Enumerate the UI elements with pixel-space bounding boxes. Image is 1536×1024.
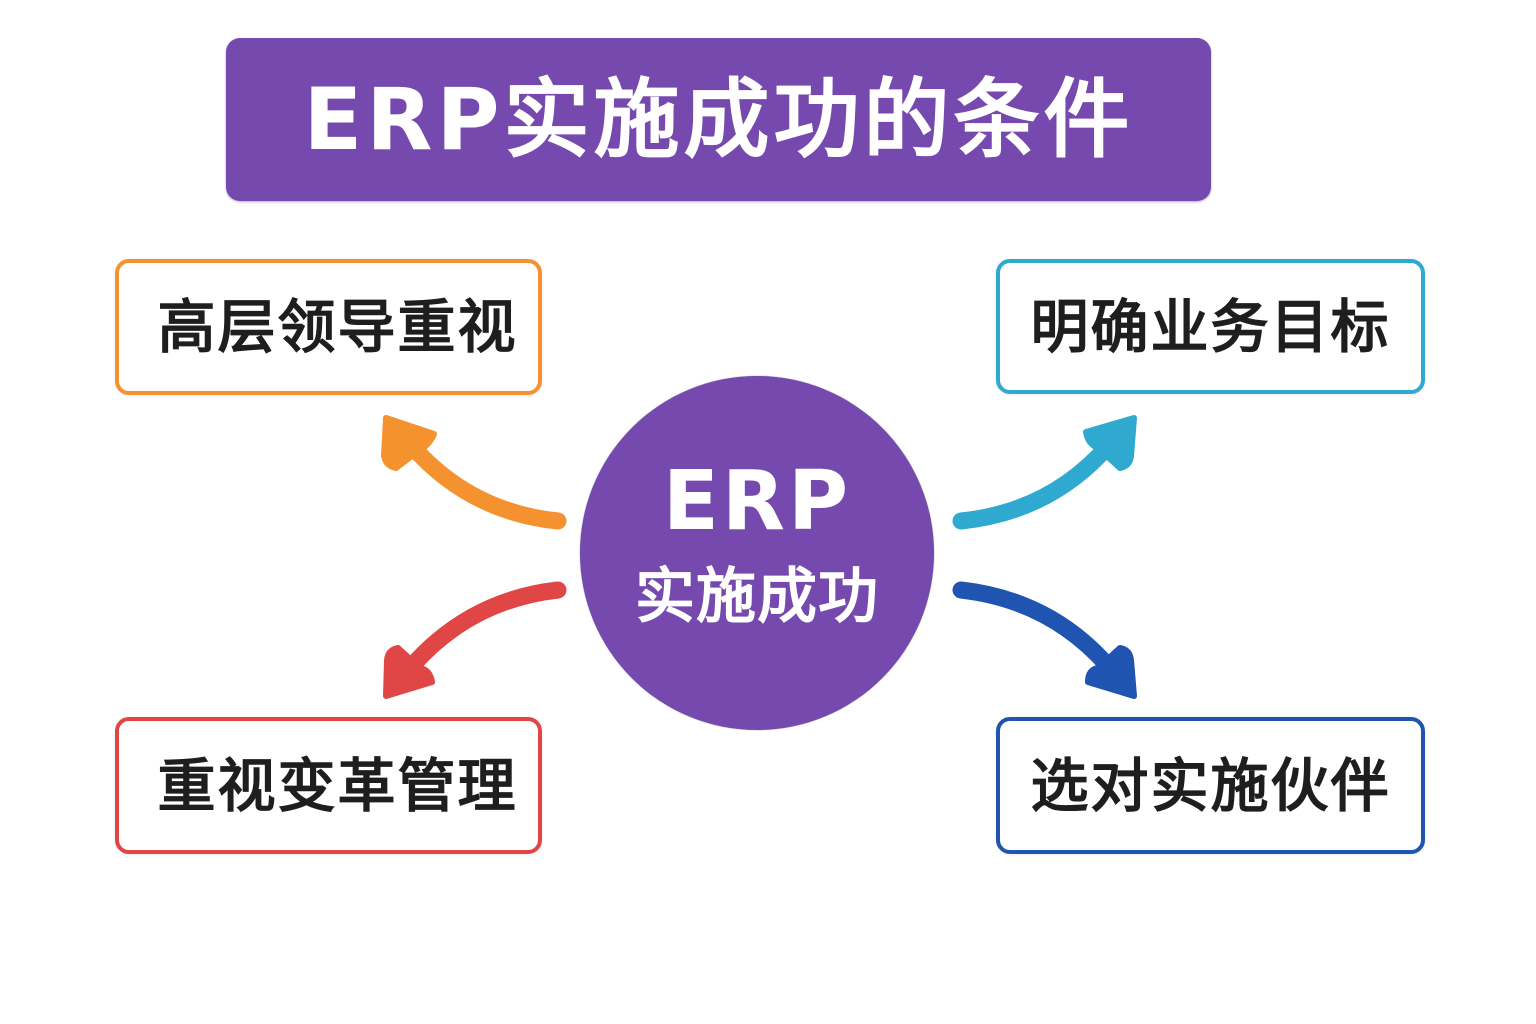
condition-label: 明确业务目标 [1030,292,1391,361]
arrow-up-left-icon [381,415,567,530]
condition-box-change-management: 重视变革管理 [115,717,542,854]
arrow-up-right-icon [952,415,1137,530]
center-title: ERP [662,454,852,549]
arrow-down-right-icon [952,581,1137,699]
condition-label: 重视变革管理 [157,751,518,820]
condition-label: 选对实施伙伴 [1030,751,1391,820]
condition-box-business-goals: 明确业务目标 [996,259,1425,394]
diagram-title: ERP实施成功的条件 [303,69,1134,170]
condition-box-implementation-partner: 选对实施伙伴 [996,717,1425,854]
condition-label: 高层领导重视 [157,293,518,361]
center-subtitle: 实施成功 [635,562,879,632]
title-banner: ERP实施成功的条件 [226,38,1211,201]
center-node: ERP 实施成功 [580,376,934,730]
condition-box-top-leadership: 高层领导重视 [115,259,542,395]
arrow-down-left-icon [383,581,567,699]
